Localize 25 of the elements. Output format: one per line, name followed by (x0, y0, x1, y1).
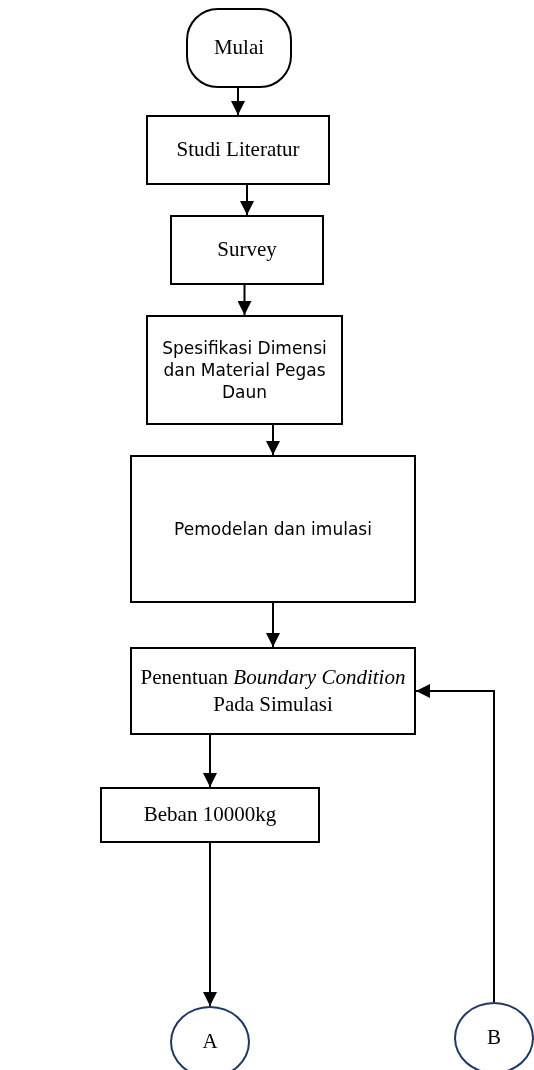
arrow (203, 734, 217, 788)
process-box (130, 455, 416, 603)
arrow (415, 684, 495, 1003)
node-label: Penentuan Boundary Condition Pada Simulasi (139, 663, 407, 718)
node-label: Survey (216, 236, 278, 264)
node-label: Studi Literatur (175, 136, 301, 164)
process-box (170, 215, 324, 285)
arrow (266, 602, 280, 648)
process-box (130, 647, 416, 735)
node-label: Spesifikasi Dimensi dan Material Pegas Daun (161, 336, 328, 404)
node-label: Beban 10000kg (142, 801, 278, 829)
node-label: Pemodelan dan imulasi (173, 517, 373, 541)
arrow (203, 842, 217, 1007)
arrow (237, 284, 252, 316)
arrow (240, 184, 254, 216)
node-label: A (201, 1028, 219, 1056)
node-label: B (486, 1024, 502, 1052)
process-box (146, 115, 330, 185)
connector-circle (170, 1006, 250, 1070)
start-terminal (186, 8, 292, 88)
arrow (231, 87, 245, 116)
process-box (146, 315, 343, 425)
node-label: Mulai (212, 34, 266, 62)
process-box (100, 787, 320, 843)
arrow (266, 424, 280, 456)
